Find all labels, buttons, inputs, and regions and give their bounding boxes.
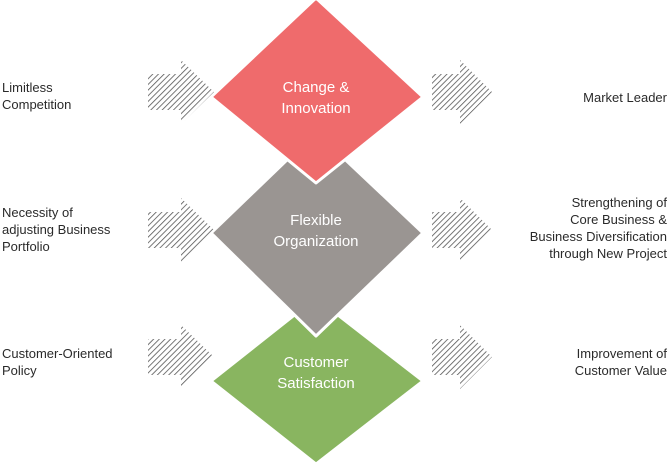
arrow-right-row3-icon [432, 325, 492, 389]
text-line: Flexible [290, 212, 342, 229]
arrow-left-row1-icon [148, 60, 214, 124]
diamond-flexible-organization [209, 130, 425, 338]
text-line: Strengthening of [571, 195, 667, 210]
text-line: Policy [2, 363, 37, 378]
text-line: Change & [282, 79, 350, 96]
arrow-right-row1-icon [432, 60, 492, 124]
text-line: through New Project [549, 246, 667, 261]
text-line: Satisfaction [277, 375, 355, 392]
left-text-necessity-portfolio: Necessity of adjusting Business Portfoli… [2, 204, 110, 255]
text-line: Innovation [281, 100, 351, 117]
diamond-customer-satisfaction [209, 296, 425, 466]
left-text-limitless-competition: Limitless Competition [2, 79, 71, 113]
text-line: Limitless [2, 80, 53, 95]
left-text-customer-oriented-policy: Customer-Oriented Policy [2, 345, 113, 379]
diamond-label-flexible-organization: Flexible Organization [236, 210, 396, 252]
text-line: Core Business & [570, 212, 667, 227]
arrow-left-row3-icon [148, 325, 214, 389]
diamond-change-innovation [209, 0, 425, 185]
text-line: Necessity of [2, 205, 73, 220]
text-line: Improvement of [576, 346, 667, 361]
arrow-left-row2-icon [148, 198, 214, 262]
text-line: Market Leader [583, 90, 667, 105]
right-text-improvement-customer-value: Improvement of Customer Value [575, 345, 667, 379]
right-text-strengthening-core-business: Strengthening of Core Business & Busines… [530, 194, 667, 262]
text-line: Customer-Oriented [2, 346, 113, 361]
diamond-label-customer-satisfaction: Customer Satisfaction [236, 352, 396, 394]
text-line: Customer Value [574, 363, 667, 378]
text-line: Customer [283, 354, 349, 371]
text-line: Business Diversification [529, 229, 667, 244]
text-line: adjusting Business [2, 222, 111, 237]
text-line: Competition [2, 97, 72, 112]
text-line: Organization [273, 233, 359, 250]
text-line: Portfolio [2, 239, 50, 254]
arrow-right-row2-icon [432, 198, 492, 262]
right-text-market-leader: Market Leader [583, 89, 667, 106]
diamond-label-change-innovation: Change & Innovation [236, 77, 396, 119]
